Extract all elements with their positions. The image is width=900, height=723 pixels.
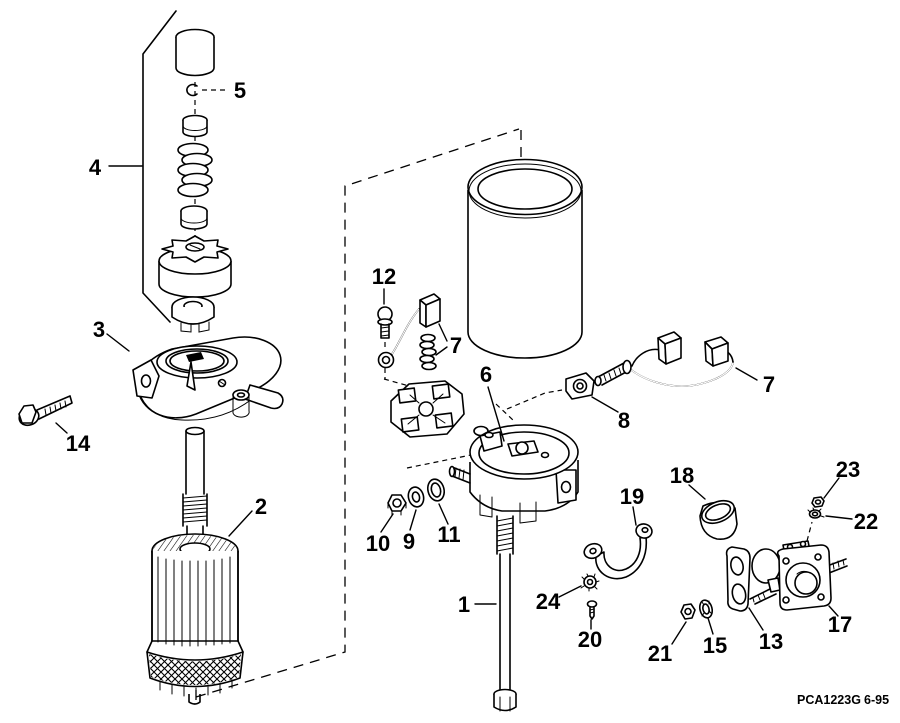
callout-17: 17	[828, 612, 852, 637]
cable-clamp	[583, 523, 653, 580]
drive-end-housing	[132, 336, 284, 421]
callout-5: 5	[234, 78, 246, 103]
through-bolt	[493, 515, 517, 712]
brush-lead-set	[594, 331, 734, 387]
screw-23	[811, 496, 825, 508]
callout-1: 1	[458, 592, 470, 617]
callout-4: 4	[89, 155, 102, 180]
part-4-bracket	[142, 10, 177, 323]
callout-13: 13	[759, 629, 783, 654]
brush-and-spring-set	[377, 293, 441, 371]
drawing-date: 6-95	[864, 693, 889, 707]
callout-10: 10	[366, 531, 390, 556]
screw-20	[586, 600, 598, 620]
brush-plate	[390, 380, 465, 438]
lock-washer-15	[698, 599, 714, 619]
washer-11	[426, 478, 446, 502]
drawing-code: PCA1223G	[797, 693, 861, 707]
callout-11: 11	[437, 522, 460, 547]
starter-frame-cylinder	[467, 158, 583, 359]
commutator-end-cap	[448, 424, 579, 524]
callout-23: 23	[836, 457, 860, 482]
pinion-gear	[158, 235, 232, 298]
leader-lines	[55, 89, 853, 645]
callout-12: 12	[372, 264, 396, 289]
callout-21: 21	[648, 641, 672, 666]
mounting-bolt	[18, 395, 73, 427]
callout-15: 15	[703, 633, 727, 658]
callout-9: 9	[403, 529, 415, 554]
callout-18: 18	[670, 463, 694, 488]
callout-3: 3	[93, 317, 105, 342]
lock-washer-22	[807, 507, 825, 519]
callout-19: 19	[620, 484, 644, 509]
callout-7-brushes: 7	[450, 333, 462, 358]
drive-retainer	[171, 296, 215, 333]
grommet	[565, 372, 595, 400]
terminal-screw	[377, 306, 393, 379]
callout-numbers: 1 2 3 4 5 6 7 7 8 9 10 11 12 13 14 15 17…	[66, 78, 878, 666]
callout-8: 8	[618, 408, 630, 433]
callout-7-leads: 7	[763, 372, 775, 397]
mounting-plate	[725, 546, 751, 612]
bushing	[699, 499, 738, 541]
callout-20: 20	[578, 627, 602, 652]
callout-14: 14	[66, 431, 91, 456]
callout-2: 2	[255, 494, 267, 519]
callout-24: 24	[536, 589, 561, 614]
keps-nut-24	[580, 573, 600, 592]
hex-nut-21	[680, 603, 696, 620]
retaining-ring	[186, 83, 198, 97]
washer-9	[407, 486, 425, 508]
armature	[146, 426, 244, 705]
hex-nut-10	[387, 494, 407, 516]
callout-6: 6	[480, 362, 492, 387]
solenoid	[749, 540, 848, 611]
drawing-footer: PCA1223G 6-95	[797, 693, 889, 707]
callout-22: 22	[854, 509, 878, 534]
pinion-drive-stack	[175, 28, 215, 230]
